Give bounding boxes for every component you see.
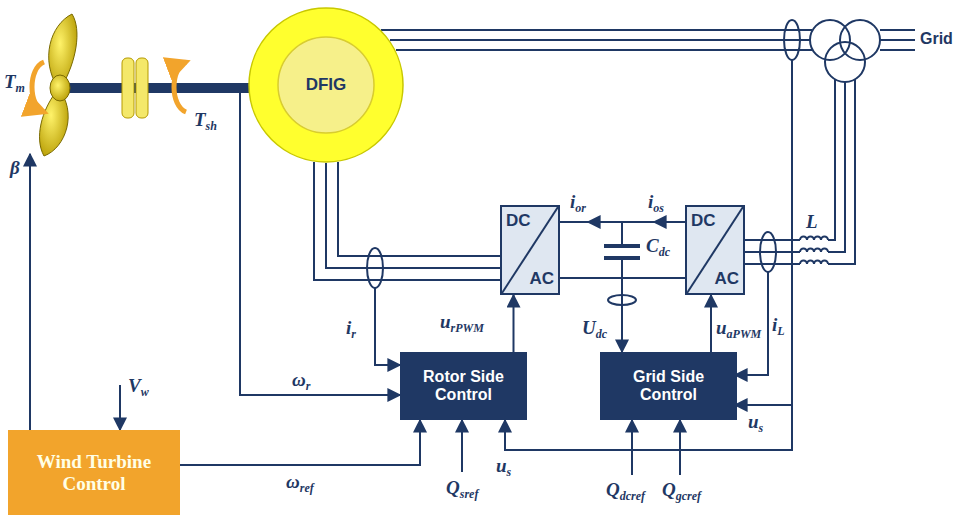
signal-label: Qgcref: [662, 480, 701, 499]
connector: [710, 295, 712, 352]
sensors-and-wires: [30, 20, 800, 475]
signal-label: β: [10, 158, 20, 177]
signal-label: ωr: [292, 370, 310, 389]
dc-link: [560, 222, 685, 352]
signal-label: ir: [346, 318, 356, 337]
connector: [180, 420, 420, 465]
torque-arrows: [32, 62, 186, 112]
signal-label: Qsref: [446, 478, 478, 497]
shaft: [60, 83, 260, 93]
signal-label: Tsh: [194, 110, 217, 129]
node-text: DC: [691, 211, 716, 231]
node-text: DFIG: [306, 75, 347, 95]
node-text: Grid Side Control: [606, 368, 731, 405]
signal-label: Grid: [920, 31, 953, 47]
node-text: DC: [506, 211, 531, 231]
control-box: Rotor Side Control: [400, 352, 527, 420]
signal-label: urPWM: [440, 312, 484, 331]
generator-circle: DFIG: [248, 7, 404, 163]
transformer-symbol: [810, 20, 880, 82]
node-text: Rotor Side Control: [406, 368, 521, 405]
signal-label: ios: [648, 192, 664, 211]
signal-label: Qdcref: [606, 480, 645, 499]
signal-label: Vw: [128, 376, 149, 395]
converter-box: DC AC: [685, 205, 745, 295]
signal-label: Cdc: [646, 236, 670, 255]
control-box: Grid Side Control: [600, 352, 737, 420]
signal-label: us: [748, 412, 763, 431]
signal-label: iL: [772, 315, 785, 334]
stator-lines: [381, 30, 915, 50]
coupling-discs: [122, 58, 148, 118]
node-text: AC: [714, 269, 739, 289]
signal-label: L: [806, 212, 818, 231]
signal-label: ωref: [286, 472, 314, 491]
grid-filter-lines: [745, 79, 855, 264]
turbine-blade: [40, 14, 77, 156]
signal-label: us: [496, 456, 511, 475]
connector: [513, 295, 515, 352]
signal-label: Tm: [4, 72, 25, 91]
node-text: AC: [529, 269, 554, 289]
node-text: Wind Turbine Control: [16, 451, 172, 495]
signal-label: ior: [570, 192, 586, 211]
signal-label: uaPWM: [716, 318, 761, 337]
control-box: Wind Turbine Control: [8, 430, 180, 515]
connector: [326, 163, 500, 268]
converter-box: DC AC: [500, 205, 560, 295]
signal-label: Udc: [582, 318, 607, 337]
rotor-lines: [314, 162, 500, 280]
